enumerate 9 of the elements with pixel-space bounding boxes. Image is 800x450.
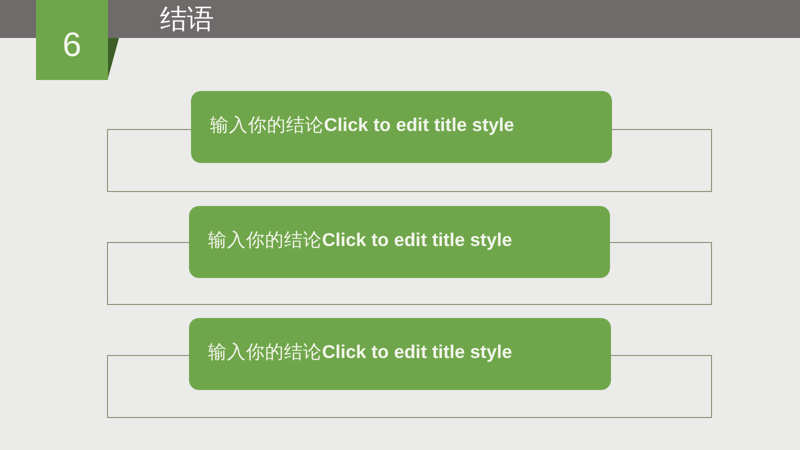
section-number: 6	[62, 28, 82, 62]
conclusion-box	[189, 318, 611, 390]
slide-title: 结语	[160, 3, 214, 35]
conclusion-box	[191, 91, 612, 163]
conclusion-text: 输入你的结论Click to edit title style	[208, 228, 512, 252]
conclusion-text: 输入你的结论Click to edit title style	[208, 340, 512, 364]
conclusion-text: 输入你的结论Click to edit title style	[210, 114, 514, 136]
conclusion-box	[189, 206, 610, 278]
number-tab	[36, 0, 108, 80]
